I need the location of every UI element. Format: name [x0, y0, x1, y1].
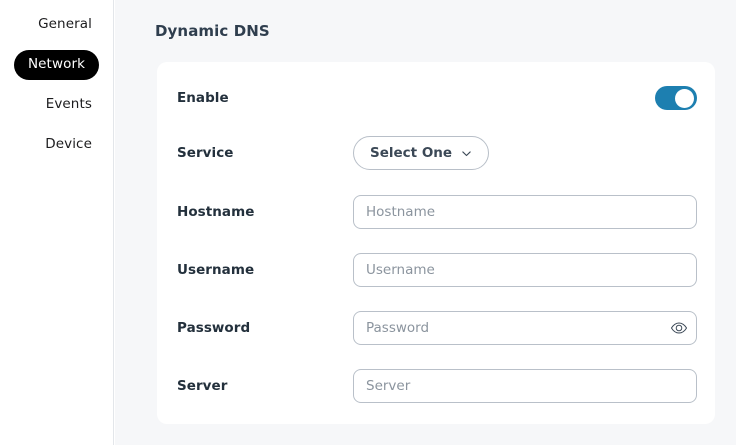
enable-toggle[interactable] [655, 86, 697, 110]
server-input[interactable] [353, 369, 697, 403]
sidebar-item-label: Events [45, 96, 92, 113]
password-label: Password [177, 320, 251, 336]
username-control [353, 253, 697, 287]
form-row-password: Password [157, 311, 715, 345]
sidebar-item-label: Device [45, 136, 92, 153]
server-label: Server [177, 378, 228, 394]
service-selected-value: Select One [370, 145, 453, 161]
sidebar-item-label: Network [27, 56, 86, 73]
enable-label: Enable [177, 90, 229, 106]
sidebar-item-events[interactable]: Events [0, 90, 113, 120]
server-input-wrap [353, 369, 697, 403]
content-panel: Dynamic DNS Enable Service Select One [115, 0, 736, 445]
sidebar: General Network Events Device [0, 0, 114, 445]
eye-icon[interactable] [670, 319, 688, 337]
sidebar-item-device[interactable]: Device [0, 130, 113, 160]
server-control [353, 369, 697, 403]
hostname-label: Hostname [177, 204, 255, 220]
service-select[interactable]: Select One [353, 136, 490, 170]
form-row-hostname: Hostname [157, 195, 715, 229]
password-control [353, 311, 697, 345]
hostname-input[interactable] [353, 195, 697, 229]
form-row-enable: Enable [157, 81, 715, 115]
dynamic-dns-card: Enable Service Select One [157, 62, 715, 424]
page-title: Dynamic DNS [155, 22, 270, 40]
sidebar-item-general[interactable]: General [0, 10, 113, 40]
form-row-service: Service Select One [157, 136, 715, 170]
form-row-username: Username [157, 253, 715, 287]
sidebar-item-label: General [38, 16, 92, 33]
hostname-control [353, 195, 697, 229]
form-row-server: Server [157, 369, 715, 403]
hostname-input-wrap [353, 195, 697, 229]
username-label: Username [177, 262, 255, 278]
username-input-wrap [353, 253, 697, 287]
sidebar-item-network[interactable]: Network [0, 50, 113, 80]
password-input-wrap [353, 311, 697, 345]
password-input[interactable] [353, 311, 697, 345]
chevron-down-icon [461, 148, 472, 159]
service-control: Select One [353, 136, 490, 170]
username-input[interactable] [353, 253, 697, 287]
sidebar-active-pill: Network [13, 50, 100, 80]
toggle-knob [675, 88, 694, 108]
service-label: Service [177, 145, 234, 161]
sidebar-nav: General Network Events Device [0, 10, 113, 170]
